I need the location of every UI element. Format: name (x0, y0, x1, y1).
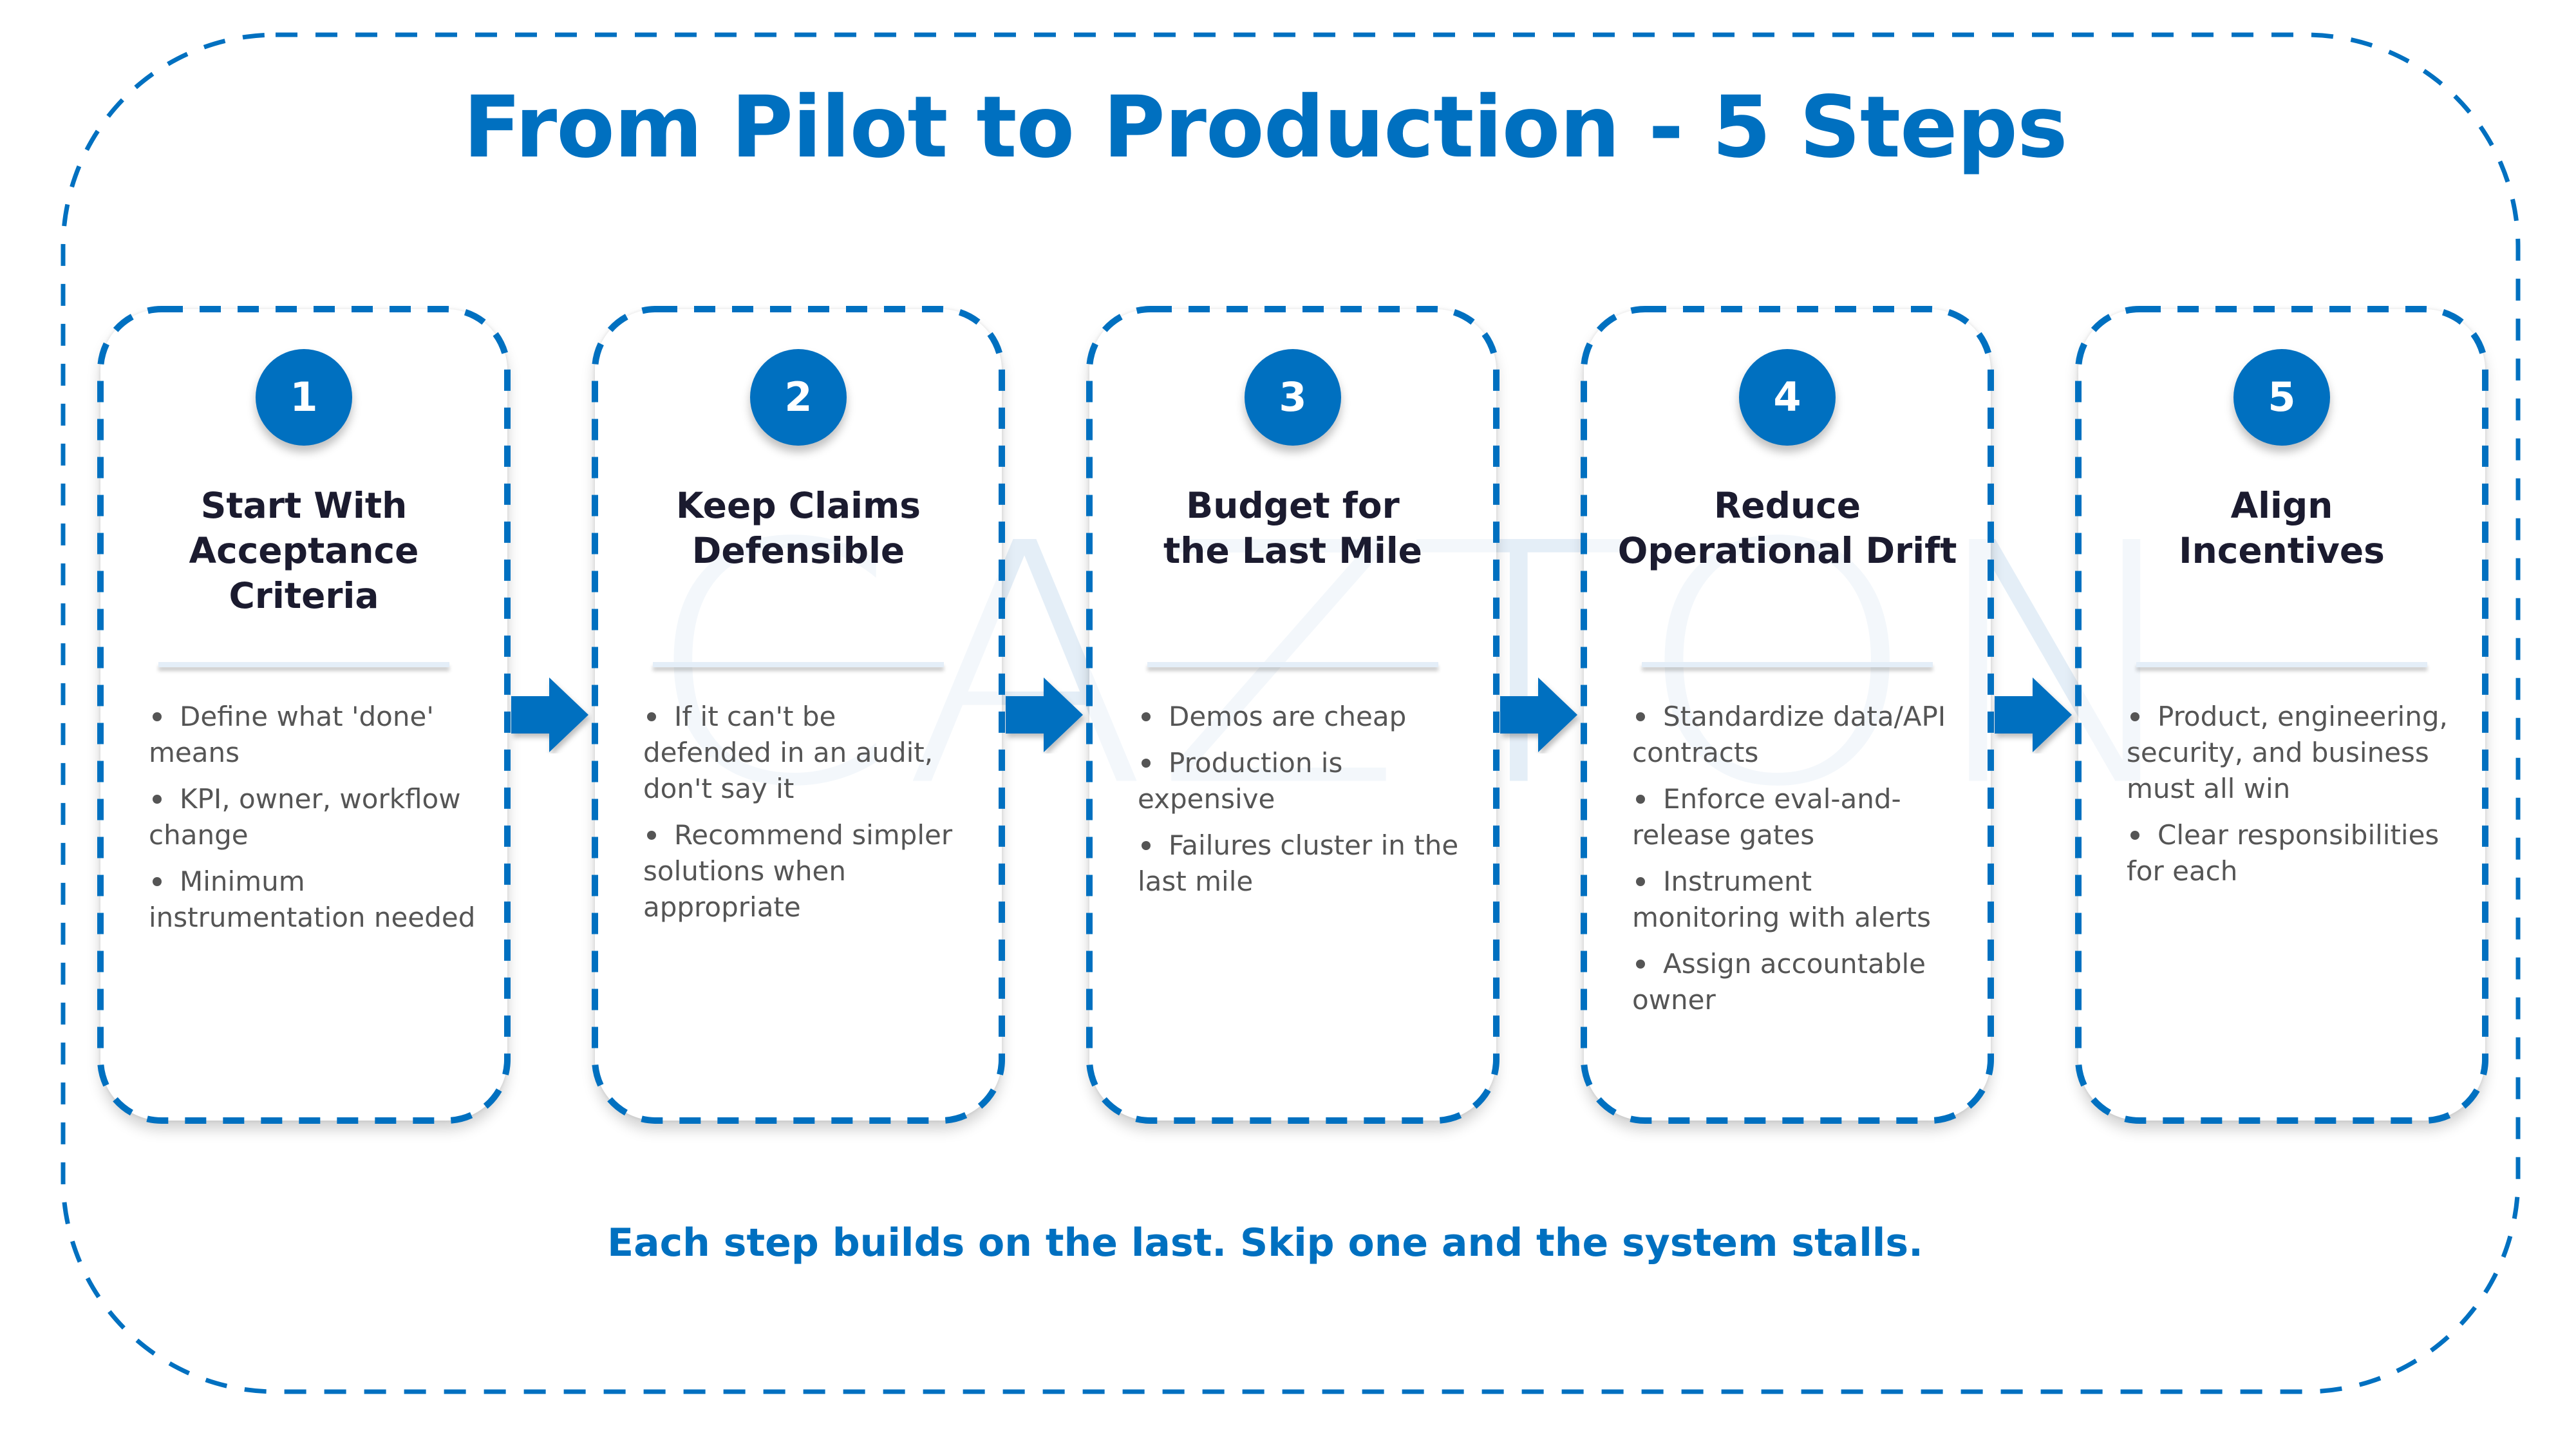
step-number-badge: 5 (2233, 349, 2330, 446)
card-dashed-border (2075, 306, 2488, 1124)
bullet-dot-icon (1142, 758, 1151, 768)
bullet-item: Assign accountable owner (1632, 946, 1960, 1018)
footer-tagline: Each step builds on the last. Skip one a… (607, 1220, 1923, 1265)
bullet-dot-icon (153, 794, 162, 804)
bullet-dot-icon (647, 830, 656, 840)
step-title-line: Reduce (1713, 485, 1861, 526)
bullet-dot-icon (647, 712, 656, 721)
step-title-line: the Last Mile (1163, 530, 1422, 571)
step-title-line: Start With (200, 485, 408, 526)
step-title-line: Align (2230, 485, 2333, 526)
bullet-text: Recommend simpler solutions when appropr… (643, 819, 953, 923)
arrow-shape (1995, 677, 2072, 752)
step-number-badge: 3 (1245, 349, 1341, 446)
card-dashed-border (97, 306, 511, 1124)
step-number-badge: 2 (750, 349, 847, 446)
bullet-item: Clear responsibilities for each (2127, 817, 2455, 889)
bullet-text: Failures cluster in the last mile (1138, 829, 1459, 897)
arrow-shape (511, 677, 588, 752)
right-arrow-icon (1995, 677, 2072, 752)
bullet-text: Minimum instrumentation needed (149, 866, 476, 933)
bullet-item: Define what 'done' means (149, 699, 477, 771)
card-border-rect (1086, 306, 1500, 1124)
bullet-text: Define what 'done' means (149, 701, 434, 768)
card-divider (2136, 662, 2427, 667)
bullet-dot-icon (2130, 712, 2139, 721)
bullet-dot-icon (153, 876, 162, 886)
bullet-dot-icon (1636, 794, 1645, 804)
bullet-dot-icon (1142, 712, 1151, 721)
bullet-item: If it can't be defended in an audit, don… (643, 699, 972, 807)
bullet-text: Clear responsibilities for each (2127, 819, 2440, 887)
right-arrow-icon (1006, 677, 1083, 752)
bullet-dot-icon (1636, 959, 1645, 969)
step-title-line: Operational Drift (1617, 530, 1957, 571)
arrow-shape (1500, 677, 1577, 752)
bullet-dot-icon (2130, 830, 2139, 840)
step-title-line: Budget for (1186, 485, 1400, 526)
bullet-dot-icon (1636, 712, 1645, 721)
bullet-item: Demos are cheap (1138, 699, 1466, 735)
right-arrow-icon (511, 677, 588, 752)
step-bullet-list: If it can't be defended in an audit, don… (643, 699, 972, 936)
bullet-text: Production is expensive (1138, 747, 1343, 815)
bullet-text: Product, engineering, security, and busi… (2127, 701, 2448, 804)
bullet-text: KPI, owner, workflow change (149, 783, 461, 851)
bullet-text: If it can't be defended in an audit, don… (643, 701, 934, 804)
arrow-shape (1006, 677, 1083, 752)
step-bullet-list: Product, engineering, security, and busi… (2127, 699, 2455, 900)
step-number-badge: 4 (1739, 349, 1836, 446)
step-number-badge: 1 (256, 349, 352, 446)
bullet-item: Minimum instrumentation needed (149, 864, 477, 936)
bullet-dot-icon (153, 712, 162, 721)
bullet-item: Instrument monitoring with alerts (1632, 864, 1960, 936)
card-border-rect (97, 306, 511, 1124)
card-border-rect (2075, 306, 2488, 1124)
bullet-item: Enforce eval-and-release gates (1632, 781, 1960, 853)
card-dashed-border (1581, 306, 1994, 1124)
card-border-rect (592, 306, 1005, 1124)
card-dashed-border (592, 306, 1005, 1124)
card-divider (653, 662, 944, 667)
card-dashed-border (1086, 306, 1500, 1124)
bullet-item: Production is expensive (1138, 745, 1466, 817)
bullet-text: Assign accountable owner (1632, 948, 1926, 1016)
step-title-line: Keep Claims (675, 485, 921, 526)
card-divider (158, 662, 449, 667)
card-divider (1147, 662, 1438, 667)
bullet-text: Demos are cheap (1169, 701, 1407, 732)
outer-border (61, 32, 2521, 1394)
bullet-item: Failures cluster in the last mile (1138, 828, 1466, 900)
step-title-line: Defensible (691, 530, 905, 571)
bullet-item: KPI, owner, workflow change (149, 781, 477, 853)
step-title-line: Acceptance (189, 530, 419, 571)
bullet-dot-icon (1636, 876, 1645, 886)
bullet-item: Recommend simpler solutions when appropr… (643, 817, 972, 925)
bullet-text: Standardize data/API contracts (1632, 701, 1946, 768)
bullet-item: Standardize data/API contracts (1632, 699, 1960, 771)
card-border-rect (1581, 306, 1994, 1124)
bullet-item: Product, engineering, security, and busi… (2127, 699, 2455, 807)
bullet-dot-icon (1142, 840, 1151, 850)
bullet-text: Enforce eval-and-release gates (1632, 783, 1901, 851)
step-title-line: Incentives (2179, 530, 2385, 571)
step-title-line: Criteria (229, 575, 379, 616)
right-arrow-icon (1500, 677, 1577, 752)
bullet-text: Instrument monitoring with alerts (1632, 866, 1931, 933)
card-divider (1642, 662, 1933, 667)
page-title: From Pilot to Production - 5 Steps (463, 78, 2067, 177)
